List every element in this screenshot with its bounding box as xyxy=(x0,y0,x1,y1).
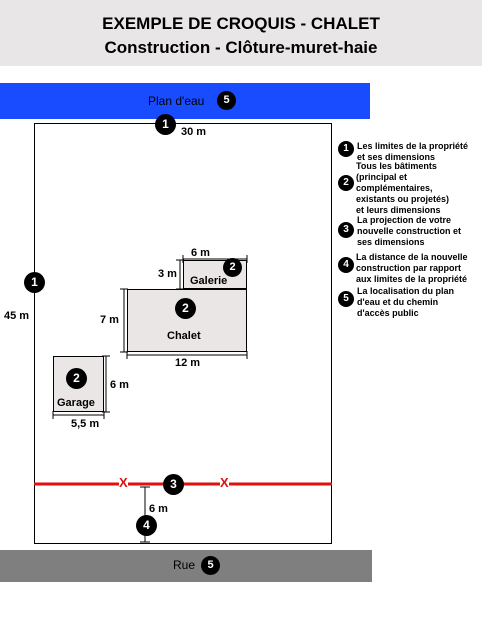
header-banner: EXEMPLE DE CROQUIS - CHALET Construction… xyxy=(0,0,482,66)
garage-depth-label: 6 m xyxy=(110,379,129,391)
legend-5-line-3: d'accès public xyxy=(357,308,419,318)
water-bar: Plan d'eau 5 xyxy=(0,83,370,119)
galerie-depth-label: 3 m xyxy=(158,268,177,280)
chalet-label: Chalet xyxy=(167,330,201,342)
legend-2-line-3: complémentaires, xyxy=(356,183,433,193)
chalet-building: Chalet xyxy=(127,289,247,352)
road-badge: 5 xyxy=(201,556,220,575)
legend-3-line-1: La projection de votre xyxy=(357,215,452,225)
legend-badge-1: 1 xyxy=(338,141,354,157)
legend-2-line-2: (principal et xyxy=(356,172,408,182)
legend-badge-3: 3 xyxy=(338,222,354,238)
galerie-badge: 2 xyxy=(223,258,242,277)
legend-badge-2: 2 xyxy=(338,175,354,191)
fence-marker-left: X xyxy=(119,475,128,490)
garage-width-label: 5,5 m xyxy=(71,418,100,430)
fence-badge: 3 xyxy=(163,474,184,495)
galerie-width-label: 6 m xyxy=(191,247,210,259)
garage-badge: 2 xyxy=(66,368,87,389)
legend-5-line-2: d'eau et du chemin xyxy=(357,297,439,307)
legend-1-line-1: Les limites de la propriété xyxy=(357,141,469,151)
chalet-depth-label: 7 m xyxy=(100,314,119,326)
water-label: Plan d'eau xyxy=(148,94,205,108)
legend-3-line-2: nouvelle construction et xyxy=(357,226,462,236)
legend-2-line-1: Tous les bâtiments xyxy=(356,161,437,171)
legend-2-line-4: existants ou projetés) xyxy=(356,194,450,204)
chalet-width-label: 12 m xyxy=(175,357,201,369)
legend-1-line-2: et ses dimensions xyxy=(357,152,436,162)
legend-5-line-1: La localisation du plan xyxy=(357,286,455,296)
legend-4-line-1: La distance de la nouvelle xyxy=(356,252,468,262)
lot-depth-label: 45 m xyxy=(4,310,30,322)
property-lot xyxy=(34,123,332,544)
legend-4-line-3: aux limites de la propriété xyxy=(356,274,468,284)
lot-left-badge: 1 xyxy=(24,272,45,293)
legend-badge-5: 5 xyxy=(338,291,354,307)
legend-3-line-3: ses dimensions xyxy=(357,237,425,247)
garage-label: Garage xyxy=(57,397,95,409)
road-bar: Rue 5 xyxy=(0,550,372,582)
road-label: Rue xyxy=(173,558,196,572)
galerie-label: Galerie xyxy=(190,275,228,287)
lot-top-badge: 1 xyxy=(155,114,176,135)
sketch-title: EXEMPLE DE CROQUIS - CHALET xyxy=(102,14,380,33)
water-badge: 5 xyxy=(217,91,236,110)
legend-badge-4: 4 xyxy=(338,257,354,273)
legend-4-line-2: construction par rapport xyxy=(356,263,462,273)
sketch-subtitle: Construction - Clôture-muret-haie xyxy=(104,38,378,57)
fence-marker-right: X xyxy=(220,475,229,490)
setback-badge: 4 xyxy=(136,515,157,536)
chalet-badge: 2 xyxy=(175,298,196,319)
legend-2-line-5: et leurs dimensions xyxy=(356,205,441,215)
lot-width-label: 30 m xyxy=(181,126,207,138)
setback-label: 6 m xyxy=(149,503,168,515)
